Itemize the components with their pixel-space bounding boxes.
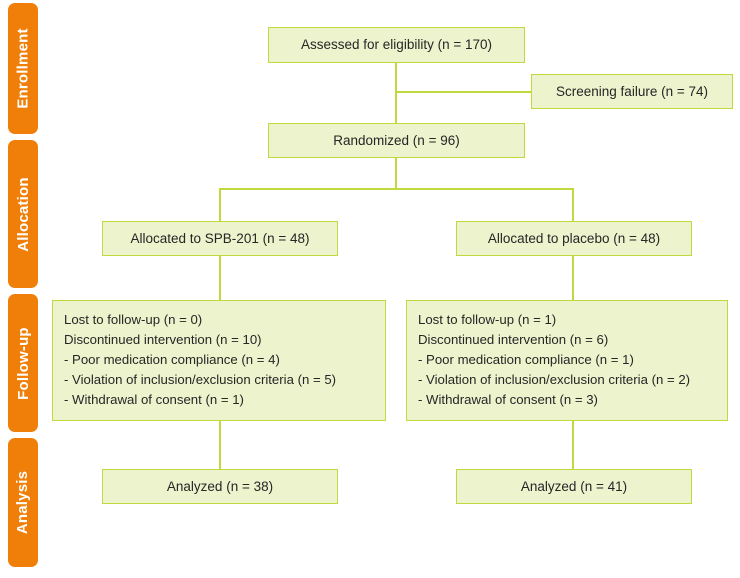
- followup-placebo-line-1: Lost to follow-up (n = 1): [418, 312, 557, 327]
- followup-placebo-line-2: Discontinued intervention (n = 6): [418, 332, 609, 348]
- followup-treatment-line-4: - Violation of inclusion/exclusion crite…: [64, 372, 337, 388]
- stage-label-allocation: Allocation: [14, 176, 32, 252]
- stage-bar-analysis: Analysis: [8, 438, 38, 567]
- followup-placebo-line-4: - Violation of inclusion/exclusion crite…: [418, 372, 691, 388]
- box-assessed-for-eligibility[interactable]: Assessed for eligibility (n = 170): [268, 27, 525, 63]
- box-analyzed-treatment[interactable]: Analyzed (n = 38): [102, 469, 338, 504]
- box-allocated-placebo[interactable]: Allocated to placebo (n = 48): [456, 221, 692, 256]
- connector-followup-left-to-analysis-left: [219, 421, 221, 469]
- stage-label-enrollment: Enrollment: [14, 28, 32, 109]
- box-followup-placebo[interactable]: Lost to follow-up (n = 1) Discontinued i…: [406, 300, 728, 421]
- box-allocated-treatment-label: Allocated to SPB-201 (n = 48): [130, 230, 310, 246]
- box-analyzed-placebo[interactable]: Analyzed (n = 41): [456, 469, 692, 504]
- stage-bar-followup: Follow-up: [8, 294, 38, 432]
- box-screening-failure-label: Screening failure (n = 74): [556, 83, 708, 99]
- box-allocated-placebo-label: Allocated to placebo (n = 48): [487, 230, 661, 246]
- box-allocated-treatment[interactable]: Allocated to SPB-201 (n = 48): [102, 221, 338, 256]
- followup-placebo-line-3: - Poor medication compliance (n = 1): [418, 352, 634, 368]
- connector-randomized-down: [395, 158, 397, 189]
- followup-placebo-line-5: - Withdrawal of consent (n = 3): [418, 392, 598, 408]
- connector-assessed-to-randomized: [395, 62, 397, 124]
- connector-followup-right-to-analysis-right: [572, 421, 574, 469]
- box-analyzed-placebo-label: Analyzed (n = 41): [520, 478, 628, 494]
- followup-treatment-line-3: - Poor medication compliance (n = 4): [64, 352, 280, 368]
- box-randomized-label: Randomized (n = 96): [333, 132, 460, 148]
- followup-treatment-line-5: - Withdrawal of consent (n = 1): [64, 392, 244, 408]
- connector-split-to-allocation-left: [219, 188, 221, 221]
- stage-bar-enrollment: Enrollment: [8, 3, 38, 134]
- followup-treatment-line-1: Lost to follow-up (n = 0): [64, 312, 203, 327]
- box-screening-failure[interactable]: Screening failure (n = 74): [531, 74, 733, 109]
- stage-bar-allocation: Allocation: [8, 140, 38, 288]
- box-randomized[interactable]: Randomized (n = 96): [268, 123, 525, 158]
- connector-allocation-split: [219, 188, 574, 190]
- box-analyzed-treatment-label: Analyzed (n = 38): [166, 478, 274, 494]
- connector-assessed-to-screening-failure: [395, 91, 532, 93]
- box-followup-treatment[interactable]: Lost to follow-up (n = 0) Discontinued i…: [52, 300, 386, 421]
- connector-split-to-allocation-right: [572, 188, 574, 221]
- box-assessed-label: Assessed for eligibility (n = 170): [301, 37, 492, 53]
- followup-treatment-line-2: Discontinued intervention (n = 10): [64, 332, 262, 348]
- connector-allocation-left-to-followup-left: [219, 256, 221, 301]
- stage-label-analysis: Analysis: [14, 470, 32, 535]
- connector-allocation-right-to-followup-right: [572, 256, 574, 301]
- stage-label-followup: Follow-up: [14, 326, 32, 400]
